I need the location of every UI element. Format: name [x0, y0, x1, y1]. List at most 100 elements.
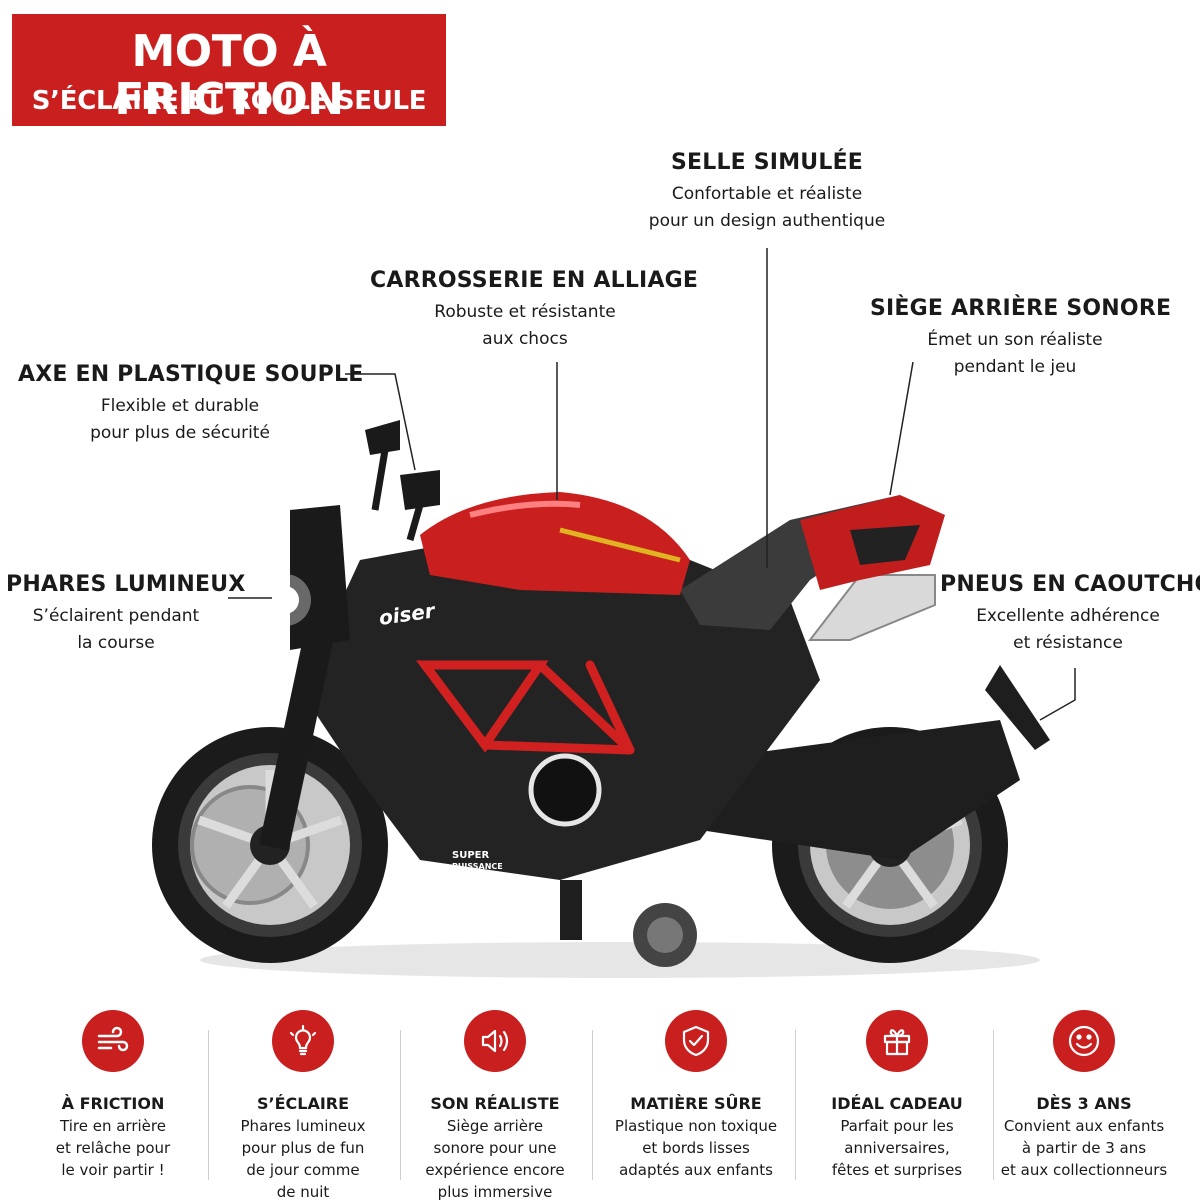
- line-pneus: [1039, 668, 1076, 721]
- callout-desc-line: Flexible et durable: [100, 396, 260, 416]
- callout-title: AXE EN PLASTIQUE SOUPLE: [18, 362, 364, 387]
- callout-desc-line: Confortable et réaliste: [671, 184, 863, 204]
- shield-check-icon: [665, 1010, 727, 1072]
- feature-desc-line: fêtes et surprises: [831, 1161, 963, 1179]
- title-banner: MOTO À FRICTION S’ÉCLAIRE ET ROULE SEULE: [12, 14, 446, 126]
- callout-desc-line: pour plus de sécurité: [90, 423, 270, 443]
- exhaust: [807, 574, 936, 641]
- feature-desc-line: et bords lisses: [642, 1139, 750, 1157]
- wind-icon: [82, 1010, 144, 1072]
- feature-desc-line: le voir partir !: [61, 1161, 165, 1179]
- callout-desc-line: la course: [77, 633, 155, 653]
- feature-desc: Parfait pour les anniversaires, fêtes et…: [798, 1115, 996, 1181]
- headlight-housing: [290, 505, 350, 650]
- callout-desc: Émet un son réaliste pendant le jeu: [870, 327, 1160, 381]
- feature-age: DÈS 3 ANS Convient aux enfants à partir …: [994, 1010, 1174, 1181]
- callout-selle: SELLE SIMULÉE Confortable et réaliste po…: [620, 150, 914, 235]
- feature-desc: Tire en arrière et relâche pour le voir …: [18, 1115, 208, 1181]
- feature-eclaire: S’ÉCLAIRE Phares lumineux pour plus de f…: [208, 1010, 398, 1203]
- feature-title: DÈS 3 ANS: [1036, 1094, 1132, 1113]
- swing-arm: [700, 720, 1020, 860]
- engine-badge-2: PUISSANCE: [452, 862, 503, 871]
- callout-desc: Robuste et résistante aux chocs: [370, 299, 680, 353]
- line-axe: [345, 373, 416, 471]
- feature-divider: [795, 1030, 796, 1180]
- banner-subtitle: S’ÉCLAIRE ET ROULE SEULE: [31, 86, 427, 116]
- feature-desc: Siège arrière sonore pour une expérience…: [400, 1115, 590, 1203]
- feature-desc-line: Phares lumineux: [240, 1117, 366, 1135]
- callout-carrosserie: CARROSSERIE EN ALLIAGE Robuste et résist…: [370, 268, 699, 353]
- callout-desc-line: Robuste et résistante: [434, 302, 616, 322]
- feature-desc-line: plus immersive: [437, 1183, 553, 1201]
- engine-badge-1: SUPER: [452, 850, 489, 861]
- trellis-frame: [416, 660, 635, 755]
- engine-cover: [528, 753, 602, 827]
- banner-title: MOTO À FRICTION: [114, 26, 344, 125]
- callout-desc-line: pour un design authentique: [648, 211, 886, 231]
- callout-title: SELLE SIMULÉE: [670, 150, 864, 175]
- feature-desc-line: Parfait pour les: [840, 1117, 954, 1135]
- callout-desc-line: et résistance: [1013, 633, 1123, 653]
- callout-phares: PHARES LUMINEUX S’éclairent pendant la c…: [6, 572, 246, 657]
- rear-fender: [985, 665, 1050, 750]
- feature-desc-line: à partir de 3 ans: [1021, 1139, 1147, 1157]
- lightbulb-icon: [272, 1010, 334, 1072]
- feature-divider: [592, 1030, 593, 1180]
- body-frame: [300, 540, 820, 880]
- line-siege: [889, 361, 914, 496]
- feature-title: IDÉAL CADEAU: [831, 1094, 963, 1113]
- callout-desc: S’éclairent pendant la course: [6, 603, 226, 657]
- ground-shadow: [200, 942, 1040, 978]
- fuel-tank: [420, 492, 690, 595]
- callout-axe: AXE EN PLASTIQUE SOUPLE Flexible et dura…: [18, 362, 364, 447]
- speaker-icon: [464, 1010, 526, 1072]
- callout-desc-line: aux chocs: [482, 329, 568, 349]
- callout-title: CARROSSERIE EN ALLIAGE: [370, 268, 699, 293]
- gift-icon: [866, 1010, 928, 1072]
- front-fork: [259, 599, 341, 851]
- feature-title: S’ÉCLAIRE: [256, 1094, 350, 1113]
- feature-title: MATIÈRE SÛRE: [630, 1094, 762, 1113]
- feature-desc-line: Convient aux enfants: [1003, 1117, 1165, 1135]
- feature-divider: [208, 1030, 209, 1180]
- feature-cadeau: IDÉAL CADEAU Parfait pour les anniversai…: [798, 1010, 996, 1181]
- stand-post: [560, 880, 582, 940]
- headlight: [271, 586, 299, 614]
- callout-desc-line: Excellente adhérence: [976, 606, 1160, 626]
- feature-title: SON RÉALISTE: [430, 1094, 560, 1113]
- callout-title: PNEUS EN CAOUTCHOUC: [940, 572, 1200, 597]
- mirror-left: [365, 420, 400, 455]
- feature-divider: [400, 1030, 401, 1180]
- feature-desc: Phares lumineux pour plus de fun de jour…: [208, 1115, 398, 1203]
- feature-divider: [993, 1030, 994, 1180]
- engine-badge-3: EXTREME: [452, 872, 494, 881]
- feature-desc-line: expérience encore: [425, 1161, 565, 1179]
- feature-matiere: MATIÈRE SÛRE Plastique non toxique et bo…: [596, 1010, 796, 1181]
- feature-desc-line: pour plus de fun: [241, 1139, 365, 1157]
- feature-desc-line: de jour comme: [246, 1161, 360, 1179]
- callout-desc: Flexible et durable pour plus de sécurit…: [18, 393, 342, 447]
- feature-desc-line: sonore pour une: [433, 1139, 557, 1157]
- feature-desc: Convient aux enfants à partir de 3 ans e…: [994, 1115, 1174, 1181]
- callout-title: PHARES LUMINEUX: [6, 572, 246, 597]
- callout-desc-line: S’éclairent pendant: [32, 606, 200, 626]
- callout-desc-line: Émet un son réaliste: [927, 330, 1103, 350]
- smiley-icon: [1053, 1010, 1115, 1072]
- feature-desc-line: et aux collectionneurs: [1000, 1161, 1168, 1179]
- feature-desc-line: de nuit: [276, 1183, 330, 1201]
- callout-pneus: PNEUS EN CAOUTCHOUC Excellente adhérence…: [940, 572, 1200, 657]
- feature-son: SON RÉALISTE Siège arrière sonore pour u…: [400, 1010, 590, 1203]
- feature-desc-line: Tire en arrière: [60, 1117, 166, 1135]
- feature-desc-line: anniversaires,: [844, 1139, 950, 1157]
- callout-desc: Excellente adhérence et résistance: [940, 603, 1196, 657]
- feature-friction: À FRICTION Tire en arrière et relâche po…: [18, 1010, 208, 1181]
- callout-title: SIÈGE ARRIÈRE SONORE: [870, 296, 1172, 321]
- feature-title: À FRICTION: [61, 1094, 165, 1113]
- callout-siege: SIÈGE ARRIÈRE SONORE Émet un son réalist…: [870, 296, 1172, 381]
- feature-desc-line: et relâche pour: [55, 1139, 171, 1157]
- feature-desc: Plastique non toxique et bords lisses ad…: [596, 1115, 796, 1181]
- feature-desc-line: Plastique non toxique: [614, 1117, 778, 1135]
- feature-desc-line: Siège arrière: [446, 1117, 544, 1135]
